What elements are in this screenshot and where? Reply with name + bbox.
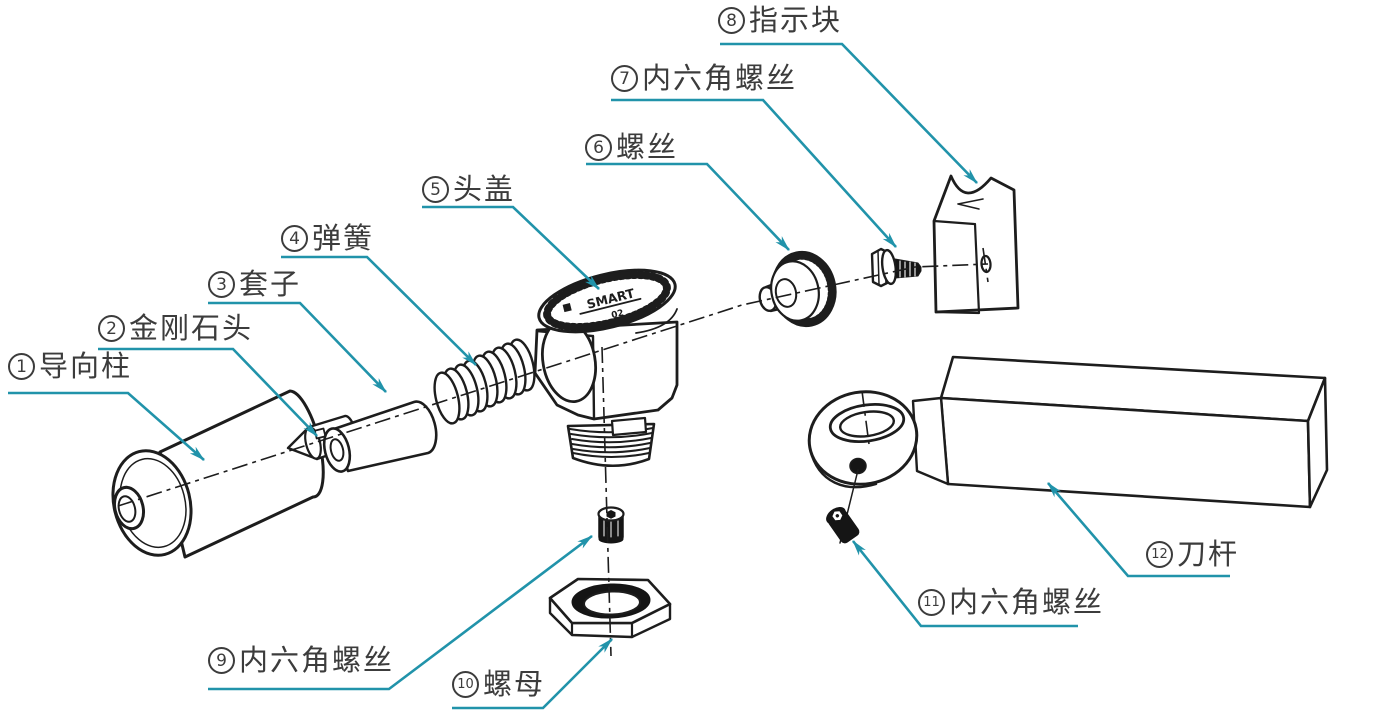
part-name-10: 螺母 (483, 667, 546, 701)
part-number-1: 1 (8, 353, 35, 380)
part-number-8: 8 (718, 7, 745, 34)
part-head-cover: SMART 02 (533, 268, 679, 468)
dial-logo-square (562, 303, 572, 313)
leader-2 (98, 347, 318, 437)
leader-9 (208, 534, 593, 691)
leader-12 (1047, 482, 1230, 578)
part-guide-post (111, 389, 325, 559)
ring-axis-line (861, 390, 870, 445)
part-spring (433, 338, 536, 425)
leader-4 (281, 255, 477, 366)
part-name-11: 内六角螺丝 (949, 585, 1105, 619)
part-name-6: 螺丝 (616, 130, 679, 164)
dial-value-text: 02 (610, 308, 625, 321)
part-number-10: 10 (452, 671, 479, 698)
part-name-2: 金刚石头 (129, 311, 254, 345)
leader-3 (208, 301, 387, 393)
part-hex-nut (548, 577, 672, 639)
part-number-2: 2 (98, 315, 125, 342)
dial-face: SMART 02 (537, 268, 677, 334)
leader-11 (851, 540, 1078, 628)
part-number-7: 7 (611, 65, 638, 92)
part-hex-bolt (870, 247, 922, 288)
leader-1 (8, 391, 205, 461)
vertical-axis-line (601, 346, 612, 657)
ring-screw-hole (849, 457, 867, 475)
part-number-12: 12 (1146, 541, 1173, 568)
part-screw-knob (758, 250, 837, 328)
part-name-9: 内六角螺丝 (239, 643, 395, 677)
part-indicator-block (932, 174, 1020, 315)
part-number-5: 5 (422, 176, 449, 203)
part-name-12: 刀杆 (1177, 537, 1240, 571)
leader-6 (586, 162, 790, 251)
part-number-9: 9 (208, 647, 235, 674)
leader-8 (720, 42, 978, 184)
part-name-3: 套子 (239, 267, 302, 301)
center-lines (117, 247, 989, 657)
part-socket-screw-11 (826, 506, 860, 544)
part-set-screw-9 (597, 506, 625, 544)
main-axis-line (117, 263, 989, 507)
part-tool-bar (807, 355, 1329, 509)
part-number-11: 11 (918, 589, 945, 616)
part-number-3: 3 (208, 271, 235, 298)
part-sleeve (322, 400, 438, 473)
part-name-7: 内六角螺丝 (642, 61, 798, 95)
leader-5 (422, 205, 600, 290)
part-number-6: 6 (585, 134, 612, 161)
part-number-4: 4 (281, 225, 308, 252)
leader-10 (452, 638, 613, 710)
leader-7 (611, 98, 897, 248)
part-name-4: 弹簧 (312, 221, 375, 255)
block-hole-axis-line (982, 247, 989, 283)
part-name-1: 导向柱 (39, 349, 133, 383)
leader-lines (8, 42, 1230, 710)
part-name-8: 指示块 (749, 3, 843, 37)
part-name-5: 头盖 (453, 172, 516, 206)
